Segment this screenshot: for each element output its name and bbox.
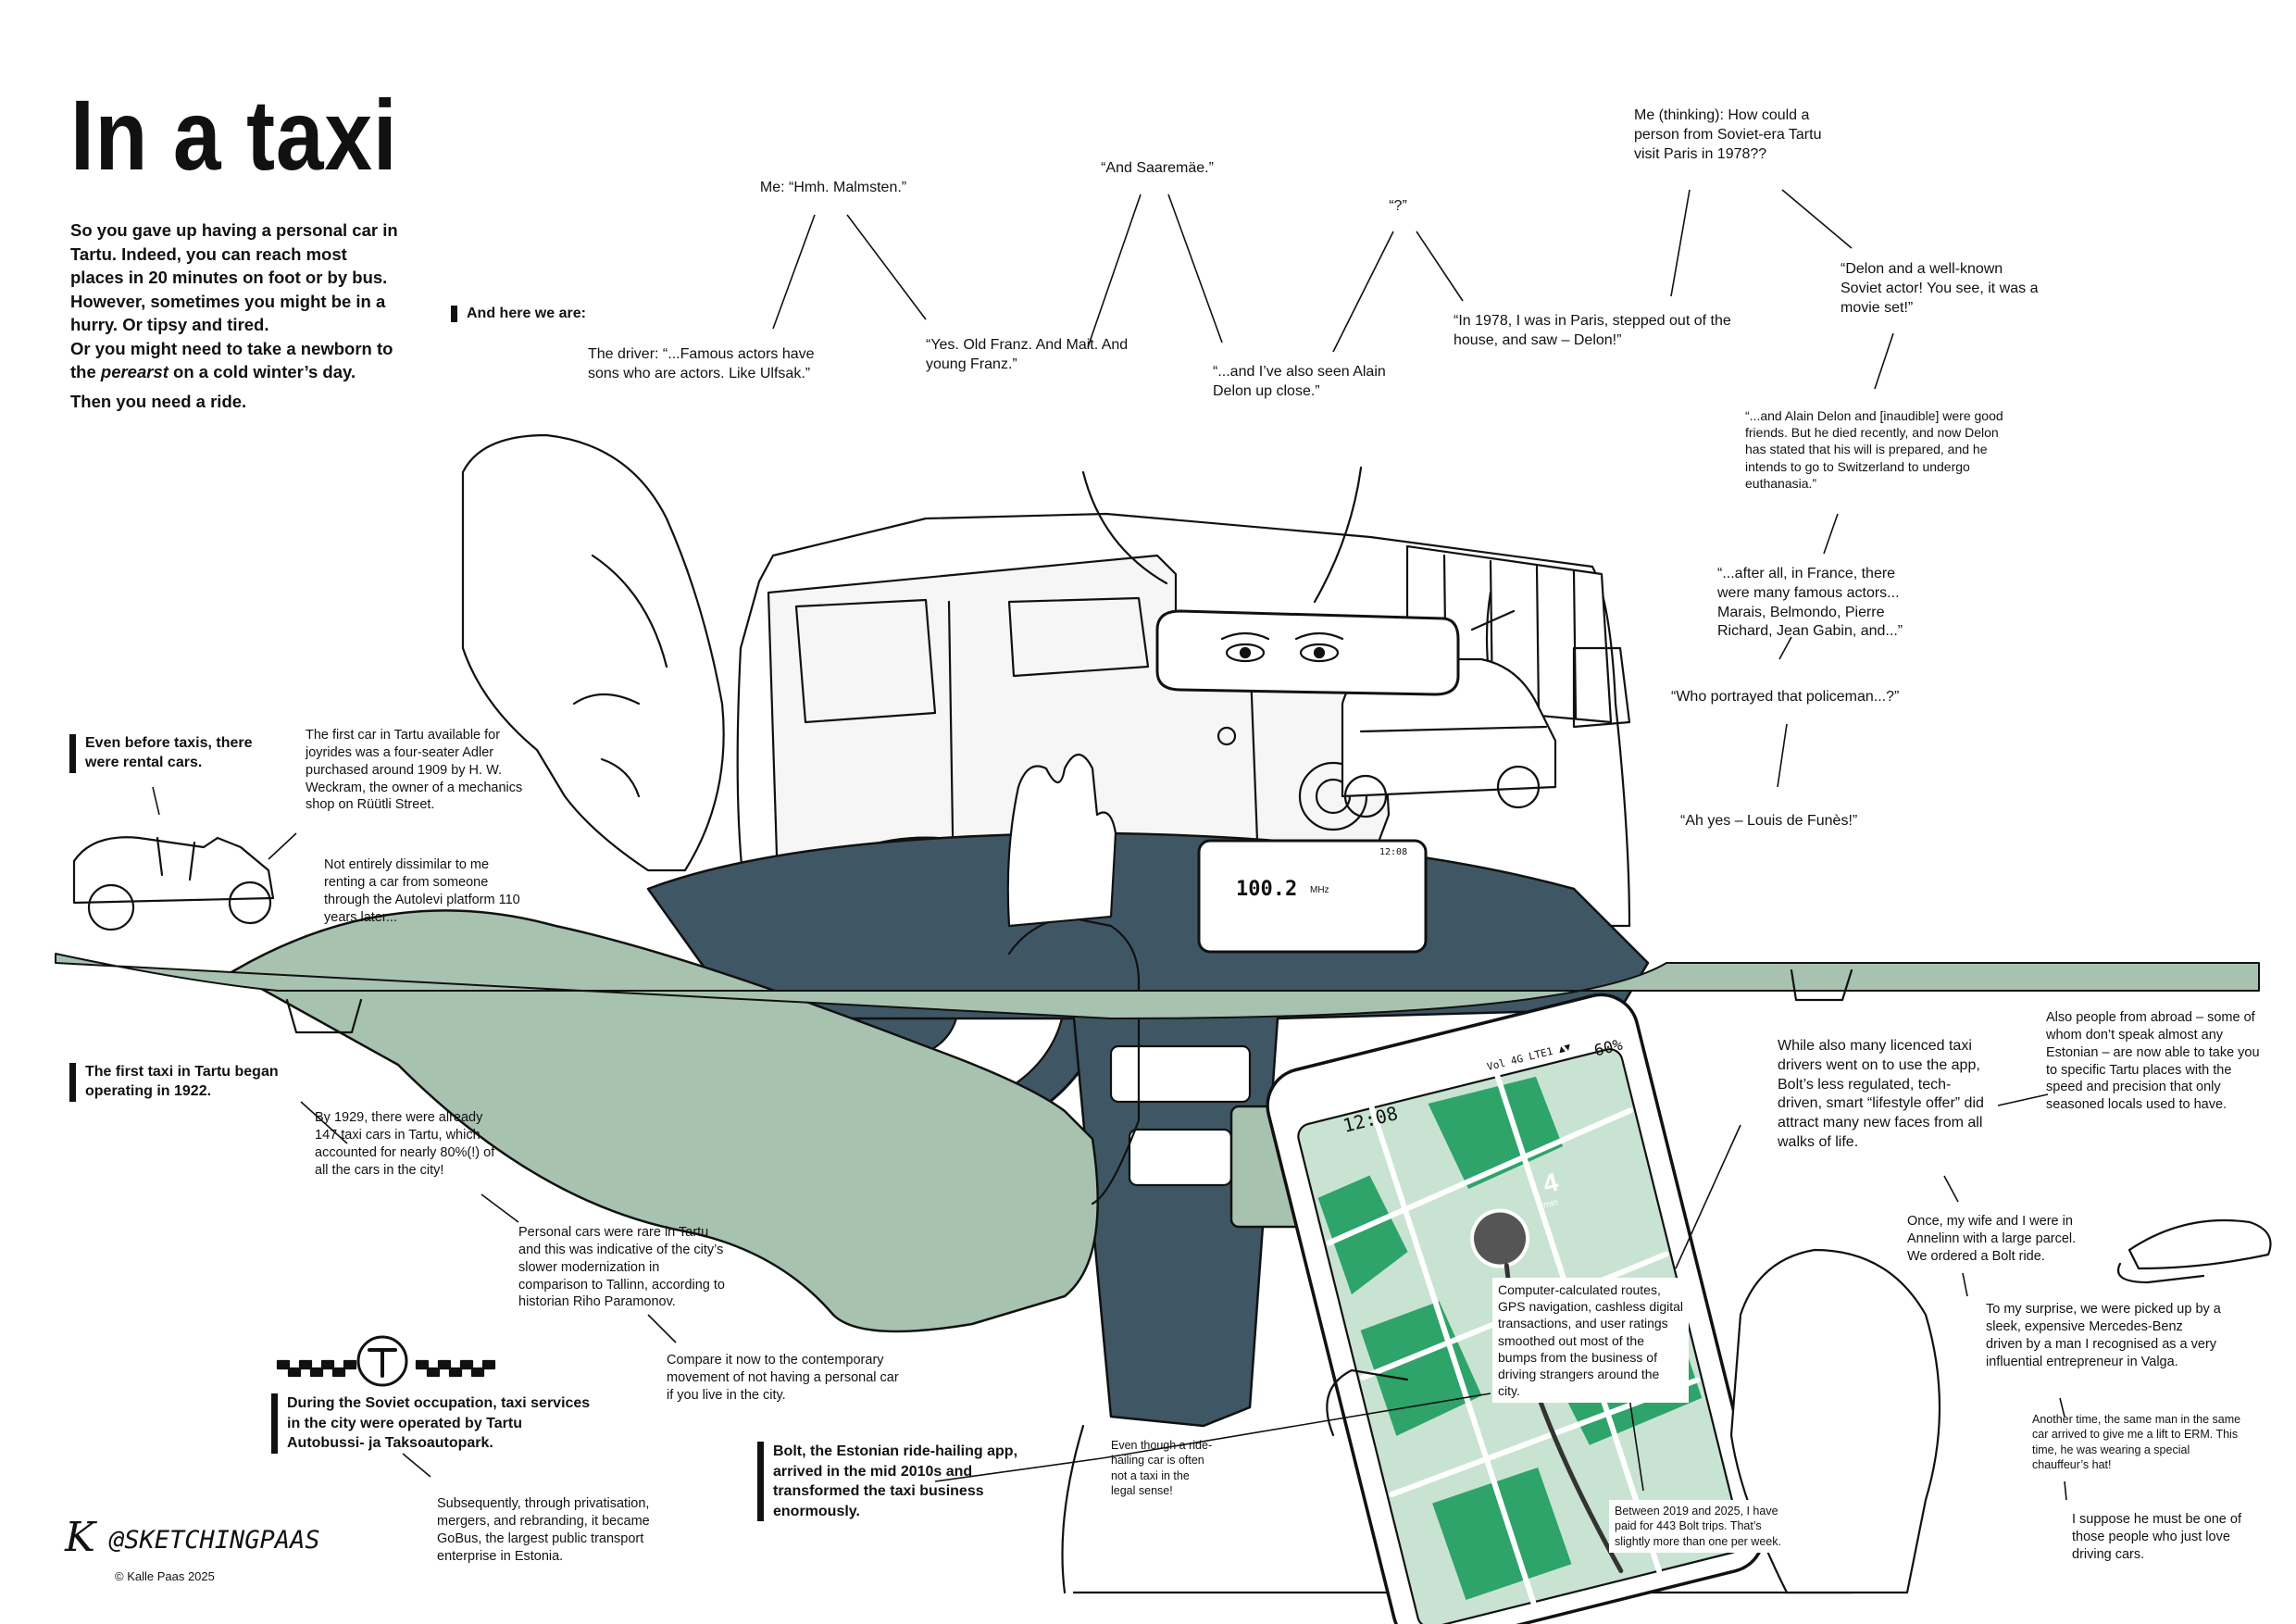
annelinn-text: Once, my wife and I were in Annelinn wit… <box>1907 1214 2077 1264</box>
dialogue-me-3: “?” <box>1389 198 1407 214</box>
intro-p2: Then you need a ride. <box>70 391 247 411</box>
dialogue-driver-2: “Yes. Old Franz. And Mait. And young Fra… <box>926 337 1129 372</box>
intro-perearst: perearst <box>100 362 168 382</box>
trips-text: Between 2019 and 2025, I have paid for 4… <box>1609 1500 1791 1553</box>
page-title: In a taxi <box>70 79 398 191</box>
love-cars-text: I suppose he must be one of those people… <box>2072 1512 2241 1562</box>
chauffeur-hat-icon <box>2117 1218 2272 1284</box>
first-taxi-heading: The first taxi in Tartu began operating … <box>69 1063 335 1102</box>
dialogue-driver-9: “Ah yes – Louis de Funès!” <box>1680 813 1858 829</box>
intro-text: So you gave up having a personal car in … <box>70 219 404 413</box>
erm-text: Another time, the same man in the same c… <box>2032 1413 2241 1471</box>
gobus-text: Subsequently, through privatisation, mer… <box>437 1496 650 1564</box>
not-taxi-text: Even though a ride-hailing car is often … <box>1111 1439 1213 1497</box>
dialogue-me-2: “And Saaremäe.” <box>1101 160 1214 176</box>
radio-frequency: 100.2 <box>1236 878 1298 901</box>
computer-text: Computer-calculated routes, GPS navigati… <box>1492 1278 1689 1404</box>
vintage-car-icon <box>72 836 275 931</box>
intro-p1-b: Or you might need to take a newborn to t… <box>70 338 393 382</box>
dialogue-me-1: Me: “Hmh. Malmsten.” <box>759 180 907 195</box>
seat-edge <box>55 953 2260 1019</box>
dialogue-driver-4: “In 1978, I was in Paris, stepped out of… <box>1454 313 1731 348</box>
dialogue-driver-3: “...and I’ve also seen Alain Delon up cl… <box>1213 364 1386 399</box>
copyright: © Kalle Paas 2025 <box>115 1569 215 1583</box>
soviet-heading: During the Soviet occupation, taxi servi… <box>271 1393 602 1454</box>
dialogue-driver-8: “Who portrayed that policeman...?” <box>1671 689 1900 705</box>
signature-handle: @SKETCHINGPAAS <box>109 1526 320 1555</box>
rental-text: The first car in Tartu available for joy… <box>306 728 523 813</box>
compare-text: Compare it now to the contemporary movem… <box>667 1353 899 1403</box>
surprise-text: To my surprise, we were picked up by a s… <box>1986 1302 2221 1369</box>
dialogue-driver-5: “Delon and a well-known Soviet actor! Yo… <box>1841 261 2039 316</box>
taxi-emblem-icon <box>276 1335 496 1387</box>
intro-p1-a: So you gave up having a personal car in … <box>70 220 398 335</box>
raised-hand <box>1006 753 1117 928</box>
rearview-mirror <box>1155 609 1460 696</box>
licenced-text: While also many licenced taxi drivers we… <box>1778 1038 1984 1150</box>
personal-cars-text: Personal cars were rare in Tartu and thi… <box>518 1225 725 1310</box>
dialogue-driver-7: “...after all, in France, there were man… <box>1717 566 1903 640</box>
abroad-text: Also people from abroad – some of whom d… <box>2046 1010 2260 1113</box>
rental-heading: Even before taxis, there were rental car… <box>69 734 280 773</box>
center-display <box>1197 839 1428 954</box>
here-we-are-label: And here we are: <box>451 306 586 322</box>
dialogue-driver-1: The driver: “...Famous actors have sons … <box>588 346 815 381</box>
intro-p1-c: on a cold winter’s day. <box>168 362 356 382</box>
taxi-1929-text: By 1929, there were already 147 taxi car… <box>315 1110 495 1178</box>
signature-initials: K <box>65 1514 95 1561</box>
bolt-heading: Bolt, the Estonian ride-hailing app, arr… <box>757 1442 1051 1522</box>
radio-clock: 12:08 <box>1379 847 1408 857</box>
radio-unit: MHz <box>1310 885 1329 895</box>
autolevi-text: Not entirely dissimilar to me renting a … <box>324 857 520 925</box>
driver-head <box>461 433 725 872</box>
dialogue-driver-6: “...and Alain Delon and [inaudible] were… <box>1745 408 2003 491</box>
dialogue-me-thinking: Me (thinking): How could a person from S… <box>1634 107 1822 162</box>
